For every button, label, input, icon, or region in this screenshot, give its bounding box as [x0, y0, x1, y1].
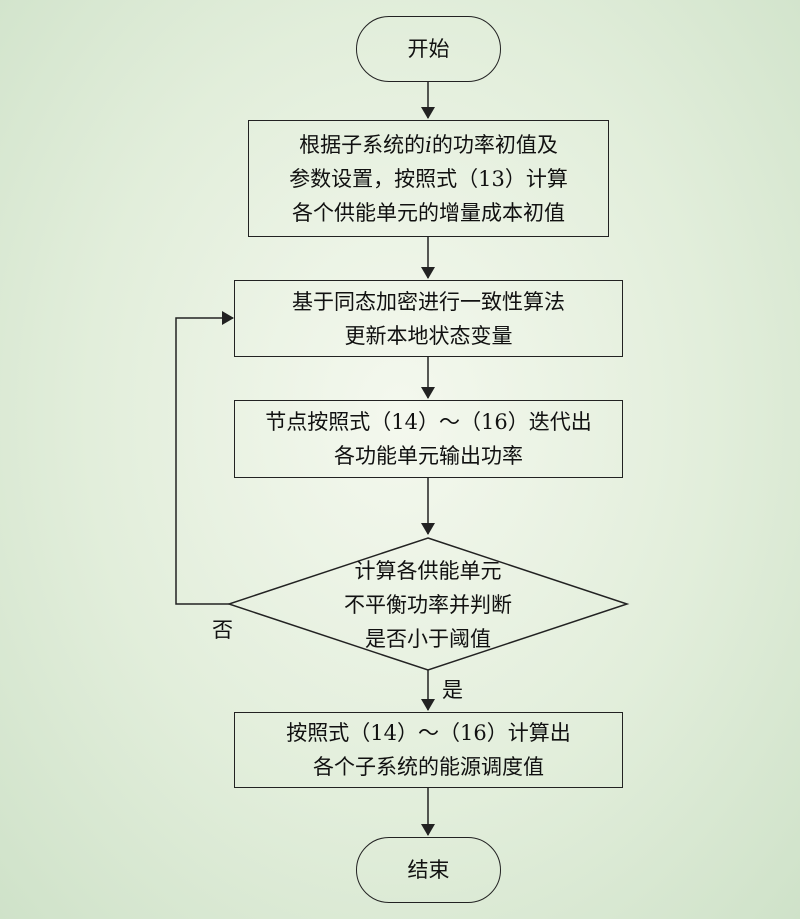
compute-process-box: 按照式（14）～（16）计算出 各个子系统的能源调度值	[234, 712, 623, 788]
arrow-decision-loop-back	[175, 311, 234, 605]
end-label: 结束	[407, 858, 450, 882]
iterate-line-2: 各功能单元输出功率	[334, 444, 523, 468]
init-line-1: 根据子系统的i的功率初值及	[299, 132, 558, 157]
decision-diamond	[226, 537, 630, 671]
consensus-process-box: 基于同态加密进行一致性算法 更新本地状态变量	[234, 280, 623, 357]
start-label: 开始	[407, 37, 450, 61]
iterate-line-1: 节点按照式（14）～（16）迭代出	[265, 410, 592, 434]
init-process-box: 根据子系统的i的功率初值及 参数设置，按照式（13）计算 各个供能单元的增量成本…	[248, 120, 609, 237]
end-node: 结束	[356, 837, 501, 903]
decision-line-3: 是否小于阈值	[365, 627, 491, 651]
compute-line-1: 按照式（14）～（16）计算出	[286, 721, 571, 745]
init-line-2: 参数设置，按照式（13）计算	[289, 166, 568, 191]
decision-text: 计算各供能单元 不平衡功率并判断 是否小于阈值	[308, 554, 548, 656]
no-label: 否	[212, 618, 233, 642]
compute-line-2: 各个子系统的能源调度值	[313, 755, 544, 779]
yes-label: 是	[442, 678, 463, 702]
decision-line-1: 计算各供能单元	[354, 559, 502, 583]
start-node: 开始	[356, 16, 501, 82]
iterate-process-box: 节点按照式（14）～（16）迭代出 各功能单元输出功率	[234, 400, 623, 478]
consensus-line-2: 更新本地状态变量	[344, 323, 513, 348]
consensus-line-1: 基于同态加密进行一致性算法	[292, 289, 565, 314]
init-line-3: 各个供能单元的增量成本初值	[292, 200, 565, 225]
decision-line-2: 不平衡功率并判断	[344, 593, 512, 617]
